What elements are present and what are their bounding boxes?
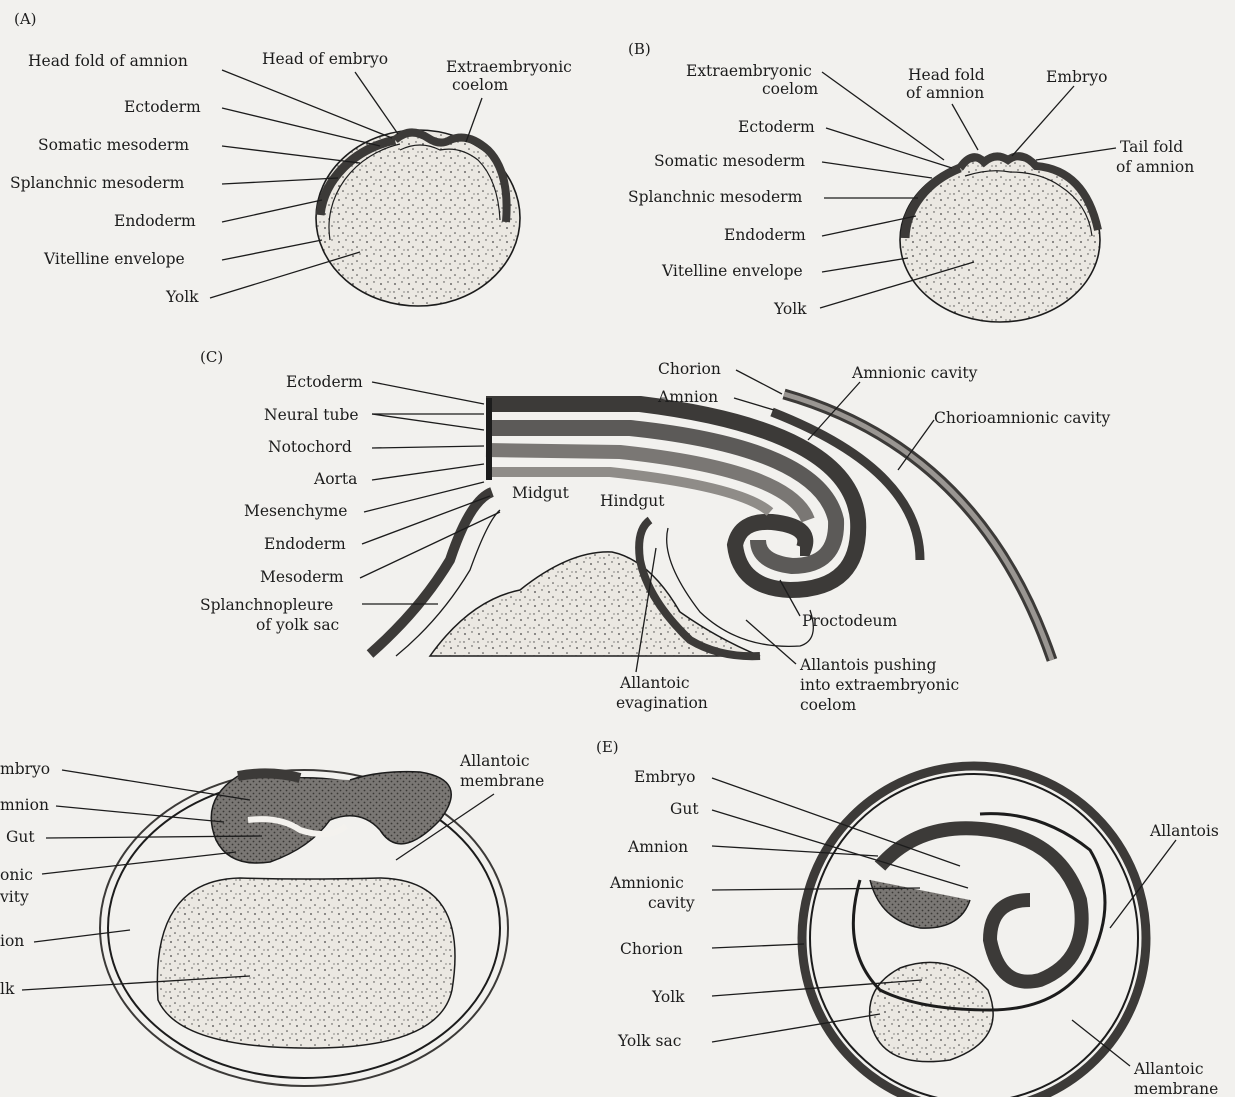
panel-d: mbryo mnion Gut onic vity ion lk Allanto… [0, 752, 544, 1086]
label-somatic-mesoderm-a: Somatic mesoderm [38, 136, 189, 154]
label-chorion-d: ion [0, 932, 24, 950]
label-hindgut-c: Hindgut [600, 492, 665, 510]
label-coelom-a: coelom [452, 76, 508, 94]
label-proctodeum-c: Proctodeum [802, 612, 897, 630]
label-amnion-d: mnion [0, 796, 49, 814]
label-gut-d: Gut [6, 828, 35, 846]
label-head-fold-amnion-a: Head fold of amnion [28, 52, 188, 70]
label-head-fold-b: Head fold [908, 66, 985, 84]
label-chorion-e: Chorion [620, 940, 683, 958]
label-coelom-c: coelom [800, 696, 856, 714]
label-membrane-d: membrane [460, 772, 544, 790]
panel-e: (E) Embryo Gut Amnion Amnionic cavity Ch… [596, 738, 1219, 1097]
yolk-d [157, 878, 455, 1048]
label-of-yolk-sac-c: of yolk sac [256, 616, 339, 634]
label-vitelline-envelope-b: Vitelline envelope [661, 262, 803, 280]
label-cavity-1-d: onic [0, 866, 33, 884]
panel-b-egg [900, 156, 1100, 322]
label-neural-tube-c: Neural tube [264, 406, 359, 424]
label-vitelline-envelope-a: Vitelline envelope [43, 250, 185, 268]
label-membrane-e: membrane [1134, 1080, 1218, 1097]
label-endoderm-c: Endoderm [264, 535, 346, 553]
label-embryo-d: mbryo [0, 760, 50, 778]
label-gut-e: Gut [670, 800, 699, 818]
label-endoderm-b: Endoderm [724, 226, 806, 244]
label-aorta-c: Aorta [313, 470, 357, 488]
label-cavity-2-d: vity [0, 888, 29, 906]
label-amnionic-e: Amnionic [609, 874, 684, 892]
label-into-extraembryonic-c: into extraembryonic [800, 676, 959, 694]
label-extraembryonic-b: Extraembryonic [686, 62, 812, 80]
label-yolk-a: Yolk [165, 288, 199, 306]
label-somatic-mesoderm-b: Somatic mesoderm [654, 152, 805, 170]
panel-b: (B) Extraembryonic coelom Head fold of a… [628, 40, 1194, 322]
panel-a: (A) Head fold of amnion Head of embryo E… [10, 10, 572, 306]
panel-e-label: (E) [596, 738, 619, 756]
label-of-amnion-b: of amnion [906, 84, 984, 102]
label-mesoderm-c: Mesoderm [260, 568, 344, 586]
label-coelom-b: coelom [762, 80, 818, 98]
label-ectoderm-a: Ectoderm [124, 98, 201, 116]
panel-c: (C) [200, 348, 1110, 714]
label-allantoic-e: Allantoic [1133, 1060, 1204, 1078]
label-cavity-e: cavity [648, 894, 695, 912]
label-extraembryonic-a: Extraembryonic [446, 58, 572, 76]
label-head-of-embryo-a: Head of embryo [262, 50, 388, 68]
label-midgut-c: Midgut [512, 484, 570, 502]
label-mesenchyme-c: Mesenchyme [244, 502, 347, 520]
label-notochord-c: Notochord [268, 438, 352, 456]
label-allantoic-d: Allantoic [459, 752, 530, 770]
panel-c-label: (C) [200, 348, 223, 366]
label-embryo-b: Embryo [1046, 68, 1107, 86]
panel-a-label: (A) [14, 10, 37, 28]
label-endoderm-a: Endoderm [114, 212, 196, 230]
label-amnion-e: Amnion [627, 838, 688, 856]
label-yolk-b: Yolk [773, 300, 807, 318]
label-yolk-e: Yolk [651, 988, 685, 1006]
label-allantois-e: Allantois [1149, 822, 1219, 840]
label-amnion-c: Amnion [657, 388, 718, 406]
label-splanchnic-mesoderm-a: Splanchnic mesoderm [10, 174, 185, 192]
label-yolk-d: lk [0, 980, 15, 998]
label-evagination-c: evagination [616, 694, 708, 712]
label-ectoderm-c: Ectoderm [286, 373, 363, 391]
label-allantois-pushing-c: Allantois pushing [799, 656, 937, 674]
label-allantoic-c: Allantoic [619, 674, 690, 692]
panel-b-label: (B) [628, 40, 651, 58]
label-splanchnopleure-c: Splanchnopleure [200, 596, 333, 614]
label-tail-fold-b: Tail fold [1120, 138, 1183, 156]
yolk-e [870, 962, 994, 1061]
label-chorioamnionic-cavity-c: Chorioamnionic cavity [934, 409, 1110, 427]
label-embryo-e: Embryo [634, 768, 695, 786]
embryo-d [211, 772, 451, 863]
panel-a-egg [316, 130, 520, 306]
label-chorion-c: Chorion [658, 360, 721, 378]
label-amnionic-cavity-c: Amnionic cavity [851, 364, 978, 382]
yolk-c [430, 552, 760, 656]
label-tail-of-amnion-b: of amnion [1116, 158, 1194, 176]
label-ectoderm-b: Ectoderm [738, 118, 815, 136]
label-yolk-sac-e: Yolk sac [617, 1032, 681, 1050]
label-splanchnic-mesoderm-b: Splanchnic mesoderm [628, 188, 803, 206]
